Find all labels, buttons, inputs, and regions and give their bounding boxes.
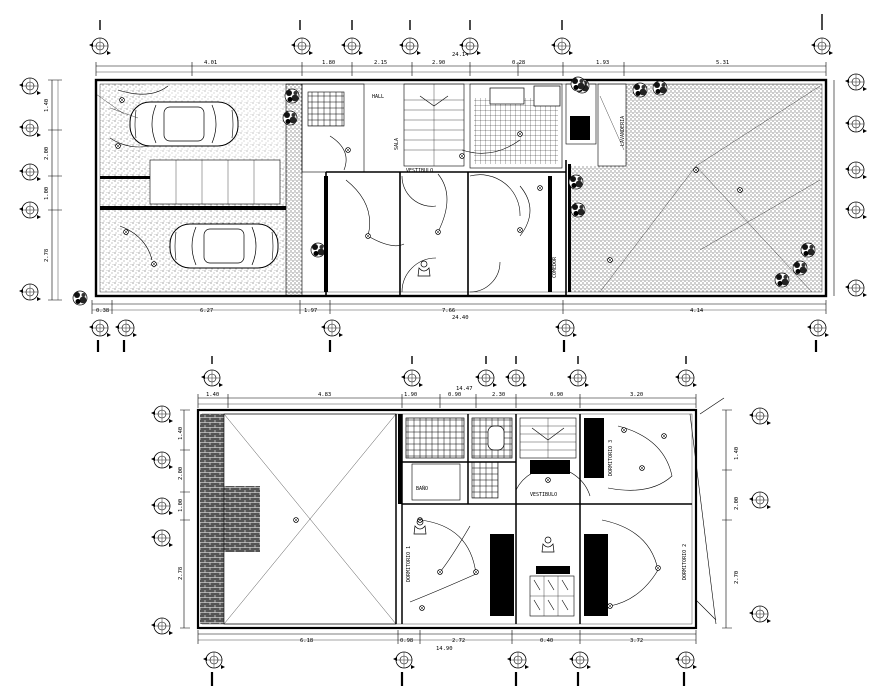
rear-garden: [570, 166, 822, 292]
upper-dim-4: 0.90: [448, 392, 461, 398]
car-upper-icon: [129, 101, 239, 147]
top-dim-2: 1.80: [322, 60, 335, 66]
left-dim-1: 1.40: [44, 99, 50, 112]
second-floor-plan: 14.47 1.40 4.83 1.90 0.90 2.30 0.90 3.20…: [178, 386, 740, 652]
top-dimension-ticks: [95, 62, 827, 76]
upper-right-dim-1: 1.40: [734, 447, 740, 460]
upper-right-dim-3: 2.70: [734, 571, 740, 584]
bottom-dim-1: 0.38: [96, 308, 109, 314]
top-dim-5: 0.28: [512, 60, 525, 66]
kitchen-tiles: [474, 98, 558, 164]
person-icon-upper-2: [541, 536, 555, 553]
first-floor-outer-wall: [94, 78, 828, 298]
upper-bottom-dim-1: 6.18: [300, 638, 313, 644]
brick-wall-pattern: [200, 414, 224, 624]
vestibulo-label: VESTIBULO: [406, 168, 433, 174]
bottom-dim-5: 4.14: [690, 308, 704, 314]
upper-left-dim-2: 2.00: [178, 467, 184, 480]
upper-right-dim-2: 2.00: [734, 497, 740, 510]
second-floor-outer-wall: [196, 408, 698, 630]
upper-dim-3: 1.90: [404, 392, 417, 398]
upper-left-dim-1: 1.40: [178, 427, 184, 440]
upper-bottom-dim-3: 2.72: [452, 638, 465, 644]
upper-dim-1: 1.40: [206, 392, 219, 398]
upper-dim-7: 3.20: [630, 392, 643, 398]
dormitorio3-label: DORMITORIO 3: [608, 440, 614, 476]
upper-dim-6: 0.90: [550, 392, 563, 398]
top-dim-4: 2.90: [432, 60, 445, 66]
upper-bottom-dim-4: 0.40: [540, 638, 553, 644]
upper-dim-total: 14.47: [456, 386, 473, 392]
lavanderia-label: LAVANDERIA: [620, 116, 626, 146]
upper-bottom-dim-5: 3.72: [630, 638, 643, 644]
top-dim-6: 1.93: [596, 60, 609, 66]
top-dim-total: 24.14: [452, 52, 469, 58]
bano-label: BAÑO: [416, 485, 428, 492]
parking-stalls: [149, 159, 281, 205]
upper-bottom-dim-total: 14.90: [436, 646, 453, 652]
cocina-label: COCINA: [324, 206, 330, 224]
left-dim-3: 1.00: [44, 187, 50, 200]
bed-dormitorio-2: [584, 534, 608, 616]
top-dim-7: 5.31: [716, 60, 729, 66]
car-lower-icon: [169, 223, 279, 269]
bottom-dim-2: 6.27: [200, 308, 213, 314]
upper-left-dim-4: 2.78: [178, 567, 184, 580]
upper-left-dim-3: 1.00: [178, 499, 184, 512]
axis-markers-second-floor: [150, 356, 772, 686]
bed-dormitorio-1: [490, 534, 514, 616]
upper-dim-5: 2.30: [492, 392, 505, 398]
top-dim-3: 2.15: [374, 60, 387, 66]
person-icon: [417, 260, 431, 277]
first-floor-plan: 24.14 4.01 1.80 2.15 2.90 0.28 1.93 5.31…: [44, 52, 835, 321]
top-dim-1: 4.01: [204, 60, 217, 66]
upper-bottom-dim-2: 0.98: [400, 638, 413, 644]
upper-dim-2: 4.83: [318, 392, 331, 398]
bed-dormitorio-3: [584, 418, 604, 478]
bathroom: [405, 417, 465, 459]
axis-markers-first-floor: [18, 14, 868, 352]
comedor-label: COMEDOR: [552, 256, 558, 278]
bottom-dim-4: 7.66: [442, 308, 455, 314]
bottom-dim-total: 24.40: [452, 315, 469, 321]
bottom-dim-3: 1.97: [304, 308, 317, 314]
person-icon-upper-1: [413, 518, 427, 535]
left-dim-4: 2.78: [44, 249, 50, 262]
dormitorio1-label: DORMITORIO 1: [406, 546, 412, 582]
left-dim-2: 2.00: [44, 147, 50, 160]
dormitorio2-label: DORMITORIO 2: [682, 544, 688, 580]
hall-label: HALL: [372, 94, 384, 100]
upper-vestibulo-label: VESTIBULO: [530, 492, 557, 498]
sala-label: SALA: [394, 138, 400, 150]
